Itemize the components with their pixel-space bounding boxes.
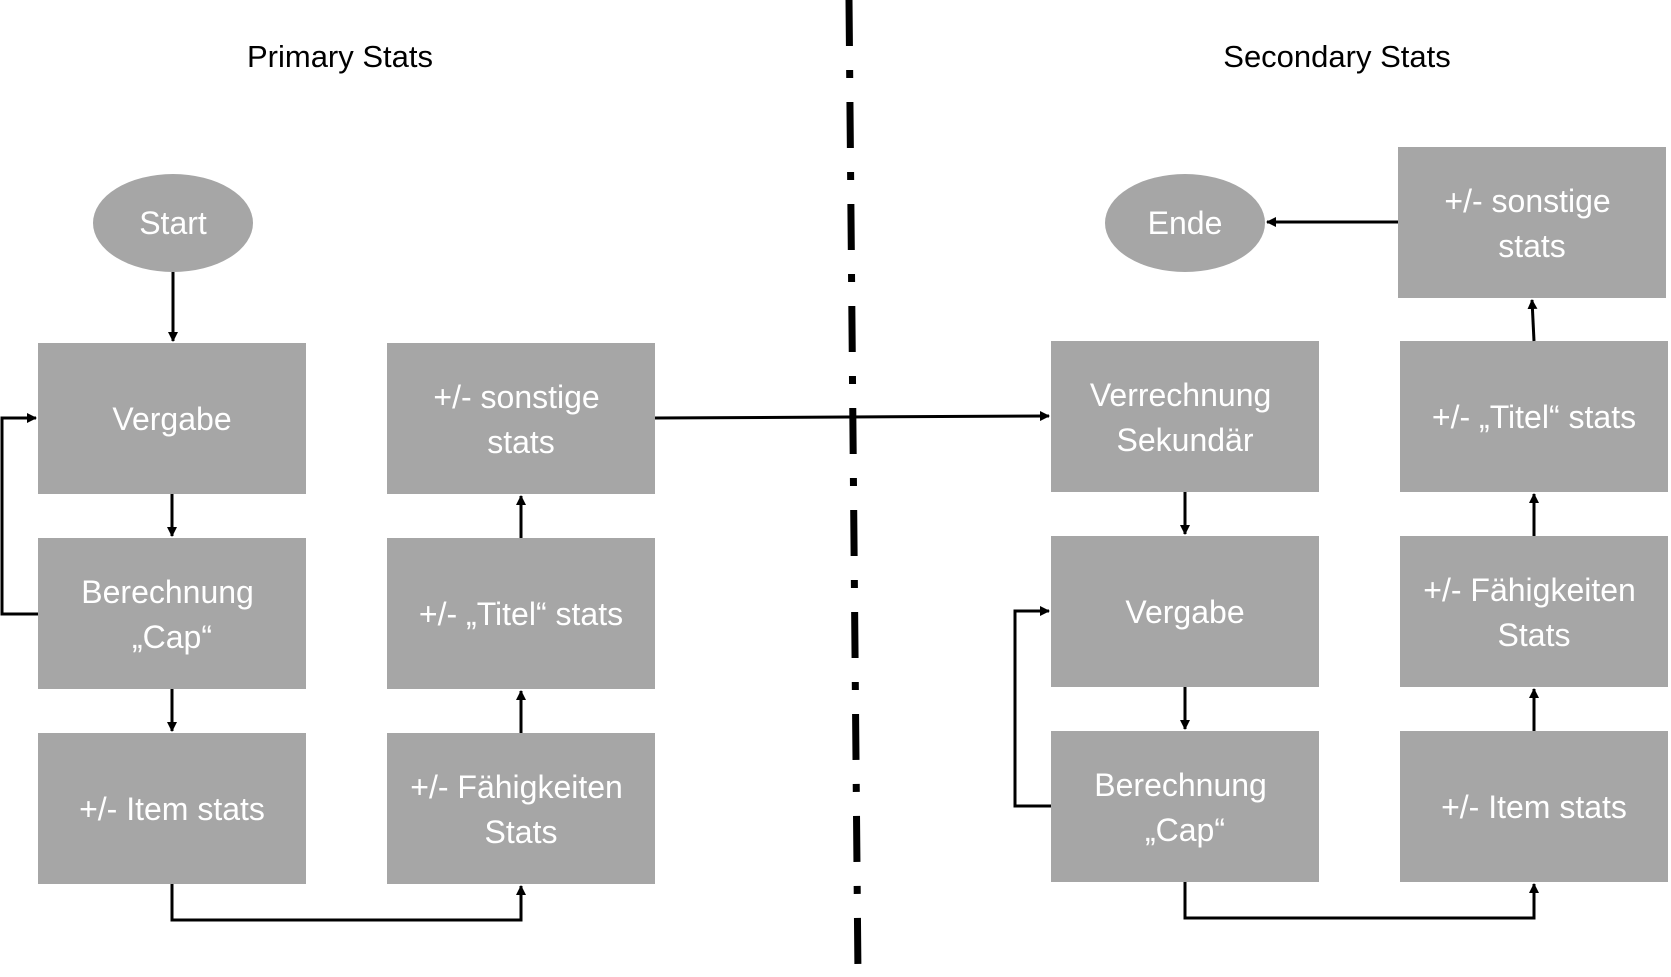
secondary-faehigkeiten-line2: Stats [1498,617,1571,653]
arrow-berechnung-to-item-stats-secondary [1183,882,1539,920]
arrow-item-stats-to-faehigkeiten [170,884,526,922]
svg-text:+/- sonstige stats: +/- sonstige stats [1444,183,1619,264]
primary-sonstige-line1: +/- sonstige [433,379,599,415]
secondary-ende-node: Ende [1105,174,1265,272]
arrow-berechnung-loop-to-vergabe [0,413,38,616]
primary-faehigkeiten-line1: +/- Fähigkeiten [410,769,623,805]
secondary-ende-label: Ende [1148,205,1223,241]
secondary-sonstige-line1: +/- sonstige [1444,183,1610,219]
secondary-verrechnung-node: Verrechnung Sekundär [1051,341,1319,492]
primary-item-stats-label: +/- Item stats [79,791,265,827]
primary-vergabe-node: Vergabe [38,343,306,494]
secondary-faehigkeiten-line1: +/- Fähigkeiten [1423,572,1636,608]
svg-text:+/- Fähigkeiten Stats: +/- Fähigkeiten Stats [1423,572,1644,653]
secondary-verrechnung-line1: Verrechnung [1090,377,1271,413]
primary-faehigkeiten-line2: Stats [485,814,558,850]
section-divider [845,0,862,977]
secondary-faehigkeiten-node: +/- Fähigkeiten Stats [1400,536,1668,687]
primary-titel-node: +/- „Titel“ stats [387,538,655,689]
arrow-primary-to-secondary [654,411,1050,422]
secondary-berechnung-line2: „Cap“ [1145,812,1225,848]
primary-titel-label: +/- „Titel“ stats [419,596,623,632]
primary-berechnung-node: Berechnung „Cap“ [38,538,306,689]
primary-start-label: Start [139,205,207,241]
secondary-vergabe-label: Vergabe [1125,594,1244,630]
secondary-titel-node: +/- „Titel“ stats [1400,341,1668,492]
arrow-titel-to-sonstige-secondary [1527,299,1538,342]
svg-text:Berechnung „Cap“: Berechnung „Cap“ [1094,767,1275,848]
secondary-sonstige-node: +/- sonstige stats [1398,147,1666,298]
primary-start-node: Start [93,174,253,272]
primary-item-stats-node: +/- Item stats [38,733,306,884]
primary-berechnung-line1: Berechnung [81,574,254,610]
secondary-sonstige-line2: stats [1498,228,1566,264]
secondary-vergabe-node: Vergabe [1051,536,1319,687]
primary-faehigkeiten-node: +/- Fähigkeiten Stats [387,733,655,884]
secondary-stats-title: Secondary Stats [1223,39,1450,74]
secondary-verrechnung-line2: Sekundär [1117,422,1254,458]
secondary-berechnung-node: Berechnung „Cap“ [1051,731,1319,882]
secondary-berechnung-line1: Berechnung [1094,767,1267,803]
svg-text:+/- sonstige stats: +/- sonstige stats [433,379,608,460]
secondary-item-stats-label: +/- Item stats [1441,789,1627,825]
secondary-titel-label: +/- „Titel“ stats [1432,399,1636,435]
svg-text:Berechnung „Cap“: Berechnung „Cap“ [81,574,262,655]
primary-sonstige-node: +/- sonstige stats [387,343,655,494]
svg-text:+/- Fähigkeiten Stats: +/- Fähigkeiten Stats [410,769,631,850]
svg-text:Verrechnung Sekundär: Verrechnung Sekundär [1090,377,1280,458]
primary-berechnung-line2: „Cap“ [132,619,212,655]
primary-vergabe-label: Vergabe [112,401,231,437]
arrow-berechnung-loop-to-vergabe-secondary [1013,606,1051,808]
primary-sonstige-line2: stats [487,424,555,460]
secondary-item-stats-node: +/- Item stats [1400,731,1668,882]
primary-stats-title: Primary Stats [247,39,433,74]
